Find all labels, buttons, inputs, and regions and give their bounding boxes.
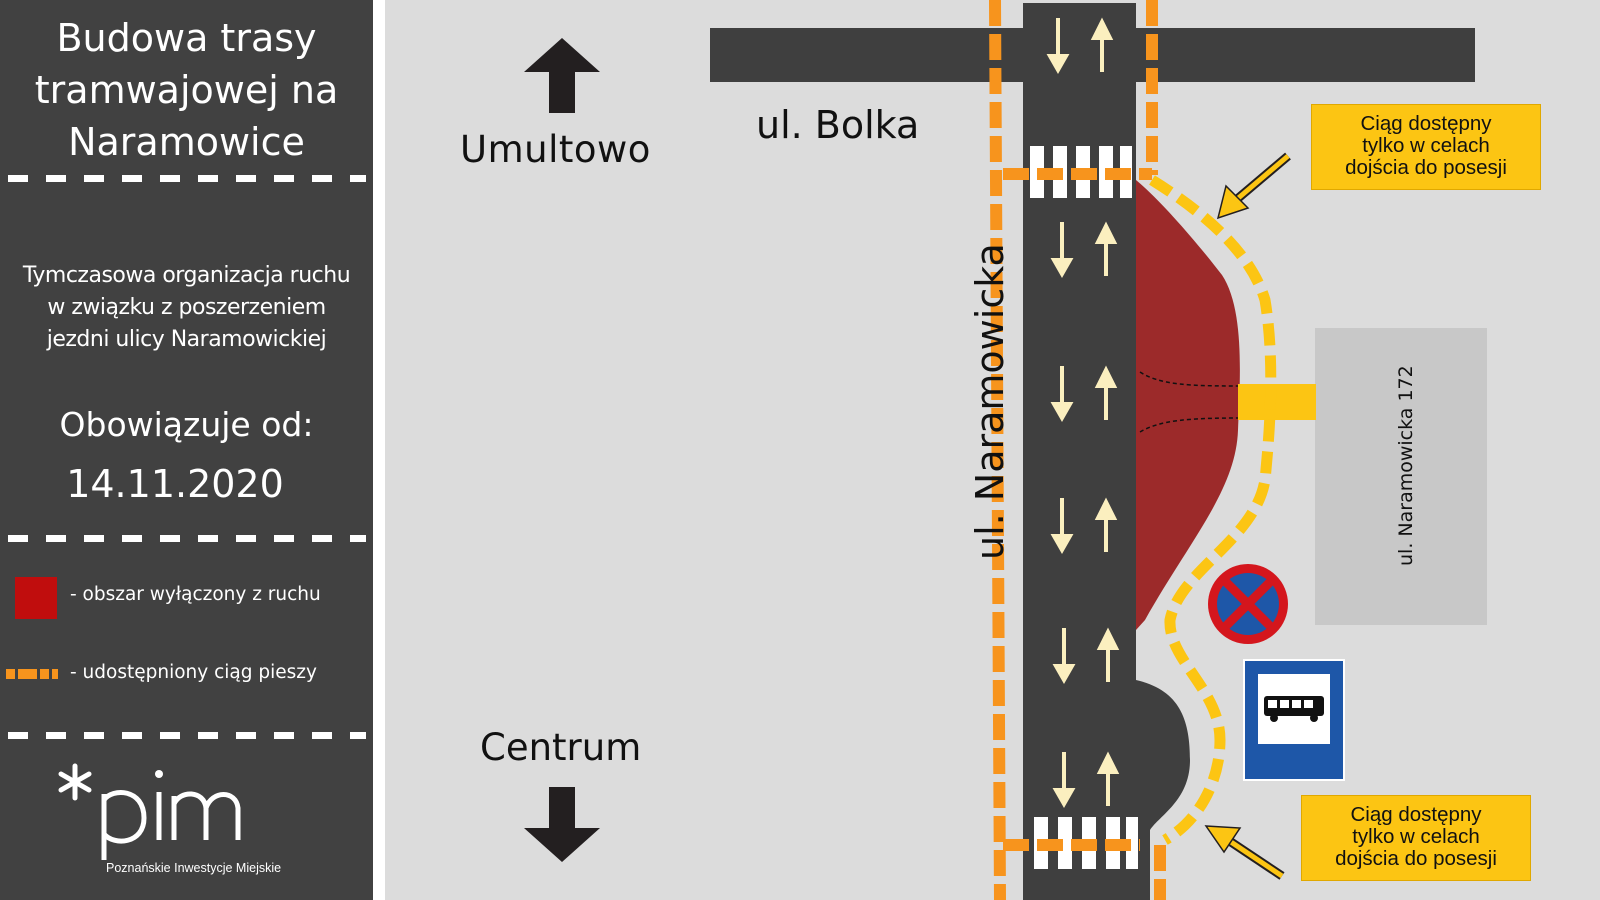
arrow-up-icon <box>524 38 600 113</box>
legend-sidebar: Budowa trasy tramwajowej na Naramowice T… <box>0 0 373 900</box>
arrow-down-icon <box>524 787 600 862</box>
direction-label-umultowo: Umultowo <box>460 128 651 171</box>
bus-stop-sign-icon <box>1243 659 1345 781</box>
note-line: tylko w celach <box>1352 825 1480 848</box>
orange-dashed-line-icon <box>6 669 58 679</box>
dashed-divider <box>8 732 366 739</box>
legend-item-pedestrian-path: - udostępniony ciąg pieszy <box>0 655 373 695</box>
sidebar-description: Tymczasowa organizacja ruchu w związku z… <box>0 260 373 356</box>
note-line: tylko w celach <box>1362 134 1490 157</box>
pim-logo-icon <box>58 763 241 860</box>
lane-arrows <box>1046 17 1120 809</box>
building-naramowicka-172 <box>1315 328 1487 625</box>
note-line: dojścia do posesji <box>1335 847 1497 870</box>
sidebar-title: Budowa trasy tramwajowej na Naramowice <box>0 12 373 168</box>
callout-arrow-top <box>1216 152 1291 220</box>
dashed-divider <box>8 535 366 542</box>
sidebar-title-line: Naramowice <box>68 120 305 164</box>
street-label-bolka: ul. Bolka <box>756 103 920 147</box>
sidebar-title-line: tramwajowej na <box>34 68 339 112</box>
closed-area <box>1136 180 1240 630</box>
callout-arrow-bottom <box>1204 825 1285 880</box>
map-canvas <box>524 0 1487 900</box>
legend-label: - udostępniony ciąg pieszy <box>70 662 317 683</box>
note-line: dojścia do posesji <box>1345 156 1507 179</box>
note-line: Ciąg dostępny <box>1360 112 1492 135</box>
driveway <box>1238 384 1316 420</box>
pedestrian-path <box>989 0 1166 900</box>
pedestrian-path-detour <box>1149 175 1277 845</box>
red-square-icon <box>15 577 57 619</box>
logo-subtitle: Poznańskie Inwestycje Miejskie <box>106 861 282 875</box>
sidebar-description-line: w związku z poszerzeniem <box>47 295 326 320</box>
sidebar-description-line: Tymczasowa organizacja ruchu <box>22 263 351 288</box>
no-stopping-sign-icon <box>1208 564 1288 644</box>
crosswalk-bottom <box>1034 817 1138 869</box>
sidebar-description-line: jezdni ulicy Naramowickiej <box>46 327 327 352</box>
valid-from-label: Obowiązuje od: <box>59 405 314 444</box>
sidebar-title-line: Budowa trasy <box>56 16 317 60</box>
note-line: Ciąg dostępny <box>1350 803 1482 826</box>
valid-from-date: 14.11.2020 <box>66 462 284 506</box>
dashed-divider <box>8 175 366 182</box>
note-box-top: Ciąg dostępny tylko w celach dojścia do … <box>1311 104 1541 190</box>
legend-label: - obszar wyłączony z ruchu <box>70 584 321 605</box>
direction-label-centrum: Centrum <box>480 726 642 769</box>
note-box-bottom: Ciąg dostępny tylko w celach dojścia do … <box>1301 795 1531 881</box>
property-label-naramowicka-172: ul. Naramowicka 172 <box>1395 365 1417 566</box>
street-label-naramowicka: ul. Naramowicka <box>968 243 1012 560</box>
legend-item-closed-area: - obszar wyłączony z ruchu <box>0 577 373 619</box>
